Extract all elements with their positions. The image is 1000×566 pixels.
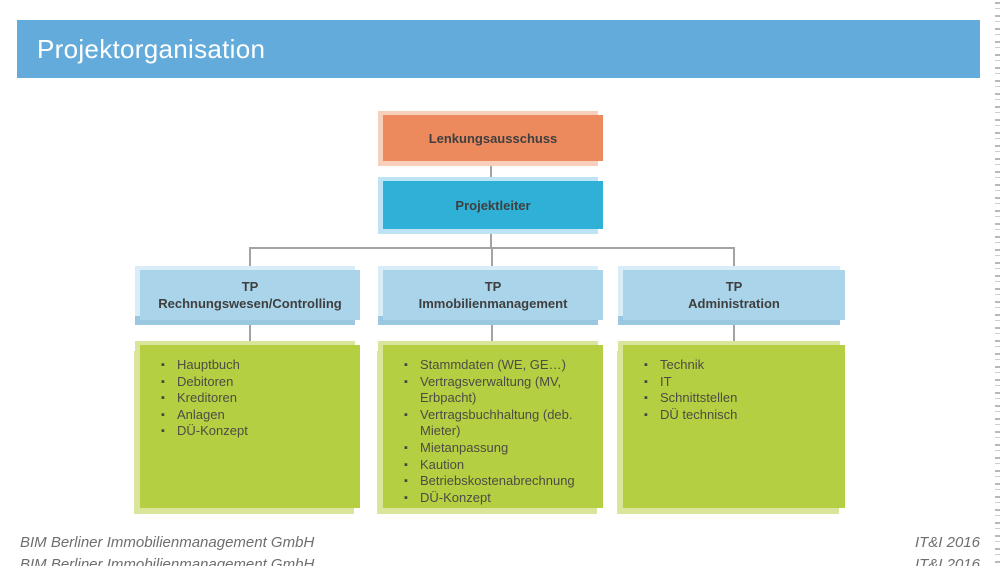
bullet-list: Stammdaten (WE, GE…)Vertragsverwaltung (… <box>383 357 603 506</box>
footer-company-clipped: BIM Berliner Immobilienmanagement GmbH <box>20 556 315 566</box>
tp-title-line1: TP <box>241 279 259 294</box>
org-box-tp-rechnungswesen-controlling: TP Rechnungswesen/Controlling <box>140 270 360 320</box>
list-item: Mietanpassung <box>404 440 593 457</box>
tp-title-line2: Rechnungswesen/Controlling <box>158 296 342 311</box>
list-item: Debitoren <box>161 374 350 391</box>
connector-team-1-list <box>249 320 251 345</box>
footer-next-page-clipped: BIM Berliner Immobilienmanagement GmbH I… <box>0 555 1000 566</box>
list-item: Anlagen <box>161 407 350 424</box>
footer-event: IT&I 2016 <box>914 534 980 551</box>
list-item: DÜ technisch <box>644 407 835 424</box>
list-item: Schnittstellen <box>644 390 835 407</box>
list-item: Vertragsverwaltung (MV, Erbpacht) <box>404 374 593 407</box>
list-item: Kreditoren <box>161 390 350 407</box>
footer-company: BIM Berliner Immobilienmanagement GmbH <box>20 534 315 551</box>
org-box-label: Lenkungsausschuss <box>428 130 558 146</box>
page-title: Projektorganisation <box>37 33 266 64</box>
org-box-lenkungsausschuss: Lenkungsausschuss <box>383 115 603 161</box>
org-box-projektleiter: Projektleiter <box>383 181 603 229</box>
tp-title-line2: Immobilienmanagement <box>418 296 568 311</box>
org-box-tp-administration: TP Administration <box>623 270 845 320</box>
list-item: Stammdaten (WE, GE…) <box>404 357 593 374</box>
list-item: Technik <box>644 357 835 374</box>
list-item: Betriebskostenabrechnung <box>404 473 593 490</box>
tp-title-line2: Administration <box>688 296 780 311</box>
org-box-label: Projektleiter <box>455 197 531 213</box>
connector-manager-down <box>490 229 492 247</box>
task-list-administration: TechnikITSchnittstellenDÜ technisch <box>623 345 845 508</box>
org-box-tp-immobilienmanagement: TP Immobilienmanagement <box>383 270 603 320</box>
connector-root-manager <box>490 161 492 181</box>
page-edge-texture <box>995 0 1000 566</box>
connector-team-3-list <box>733 320 735 345</box>
list-item: DÜ-Konzept <box>404 490 593 507</box>
list-item: IT <box>644 374 835 391</box>
list-item: Vertragsbuchhaltung (deb. Mieter) <box>404 407 593 440</box>
bullet-list: TechnikITSchnittstellenDÜ technisch <box>623 357 845 423</box>
connector-drop-team-3 <box>733 247 735 270</box>
slide-header: Projektorganisation <box>17 20 980 78</box>
task-list-immobilienmanagement: Stammdaten (WE, GE…)Vertragsverwaltung (… <box>383 345 603 508</box>
tp-title-line1: TP <box>484 279 502 294</box>
tp-title-line1: TP <box>725 279 743 294</box>
task-list-rechnungswesen-controlling: HauptbuchDebitorenKreditorenAnlagenDÜ-Ko… <box>140 345 360 508</box>
list-item: Hauptbuch <box>161 357 350 374</box>
connector-drop-team-1 <box>249 247 251 270</box>
connector-drop-team-2 <box>491 247 493 270</box>
footer-event-clipped: IT&I 2016 <box>914 556 980 566</box>
list-item: Kaution <box>404 457 593 474</box>
bullet-list: HauptbuchDebitorenKreditorenAnlagenDÜ-Ko… <box>140 357 360 440</box>
list-item: DÜ-Konzept <box>161 423 350 440</box>
footer: BIM Berliner Immobilienmanagement GmbH I… <box>0 533 1000 553</box>
connector-team-2-list <box>491 320 493 345</box>
